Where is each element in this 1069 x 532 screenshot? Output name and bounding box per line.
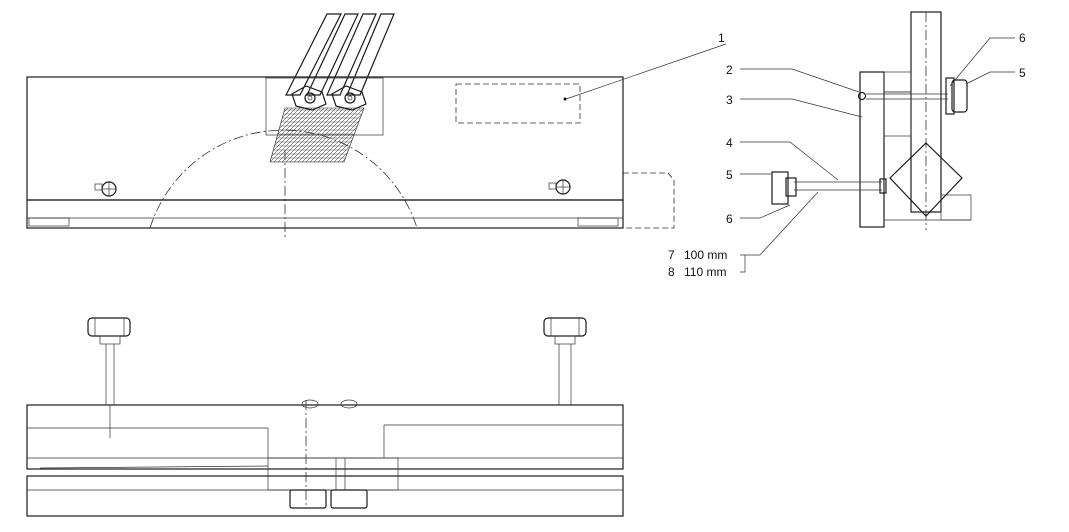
knob-top — [951, 79, 968, 113]
front-view: 1 — [26, 13, 727, 240]
stud-left — [87, 317, 131, 438]
callout-2: 2 — [726, 63, 733, 77]
callout-3: 3 — [726, 93, 733, 107]
mesh-area — [269, 107, 365, 163]
callout-5-right: 5 — [1019, 66, 1026, 80]
front-base — [26, 199, 624, 229]
swing-arc — [149, 129, 418, 229]
side-view: 2 3 4 5 6 6 5 7 100 mm 8 110 mm — [668, 11, 1026, 279]
hatched-block — [859, 71, 885, 228]
label-plate — [455, 83, 581, 124]
clamp-right — [331, 85, 367, 111]
callout-6-right: 6 — [1019, 31, 1026, 45]
callout-4: 4 — [726, 136, 733, 150]
bottom-body — [26, 404, 624, 470]
stud-right — [543, 317, 587, 405]
dimension-8: 110 mm — [684, 265, 726, 279]
callout-5-left: 5 — [726, 168, 733, 182]
dashed-extension — [623, 172, 675, 229]
callout-7: 7 — [668, 248, 675, 262]
bottom-view — [26, 317, 624, 517]
screw-right — [548, 179, 571, 195]
screw-left — [94, 181, 117, 197]
dimension-7: 100 mm — [684, 248, 727, 262]
callout-6-left: 6 — [726, 212, 733, 226]
knob-lower — [771, 171, 789, 205]
bottom-base — [26, 475, 624, 517]
callout-1: 1 — [718, 31, 725, 45]
clamp-left — [291, 85, 327, 111]
callout-8: 8 — [668, 265, 675, 279]
guide-plates — [285, 13, 395, 96]
diamond-profile — [889, 142, 963, 217]
